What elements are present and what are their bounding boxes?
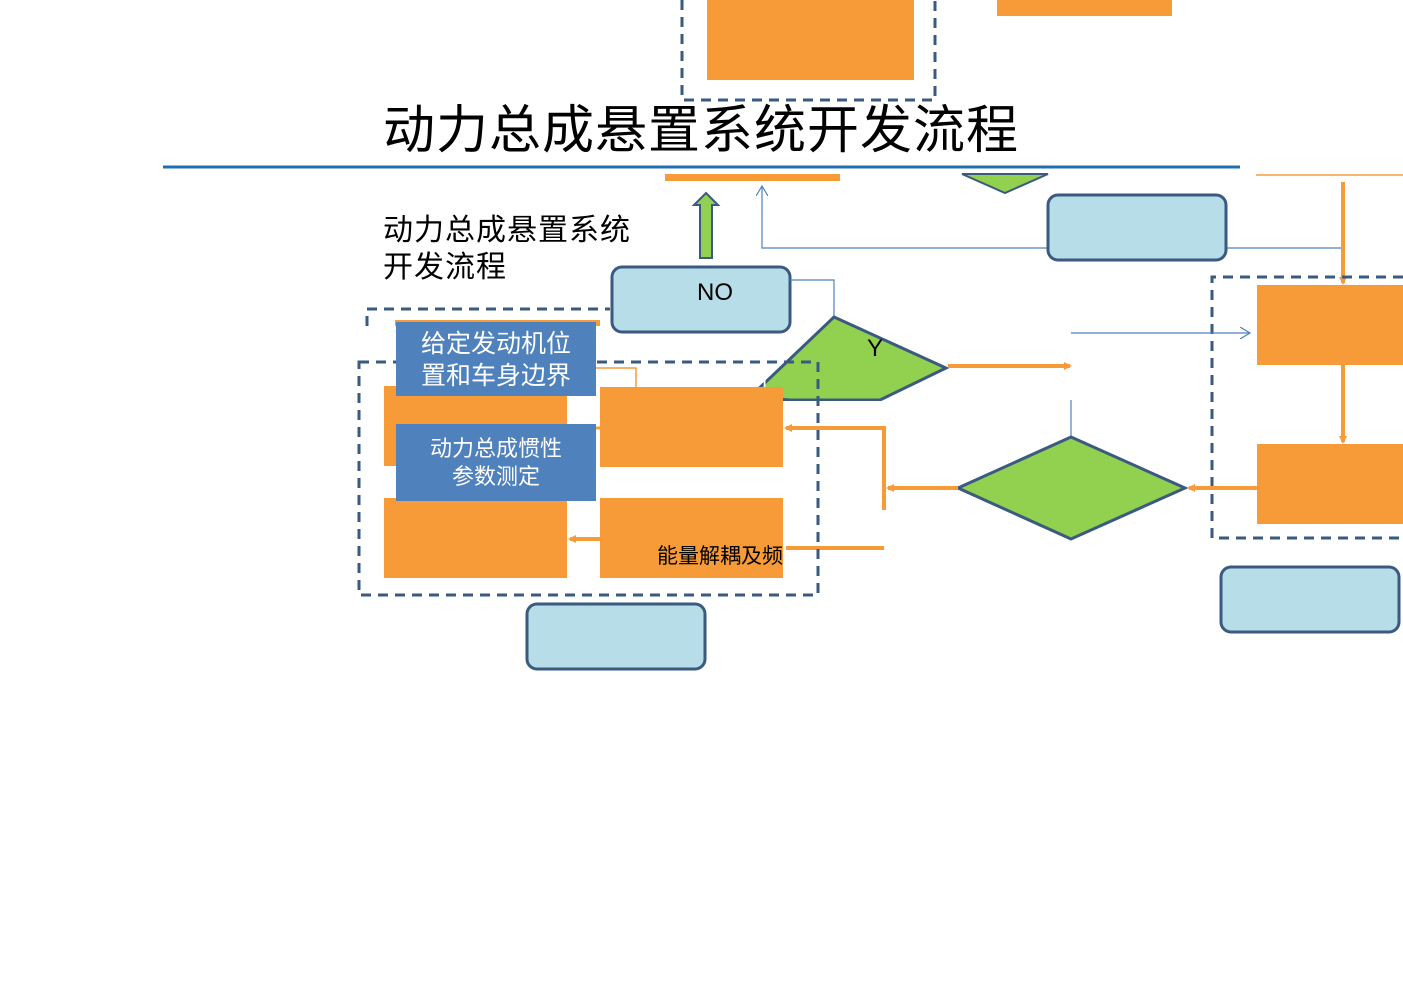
decision-diamond-lower bbox=[954, 435, 1189, 541]
light-blue-box-no bbox=[610, 265, 792, 334]
engine-position-line1: 给定发动机位 bbox=[420, 329, 571, 358]
top-right-orange-strip bbox=[997, 0, 1172, 16]
section-subtitle-line1: 动力总成悬置系统 bbox=[383, 213, 631, 248]
decision-diamond-upper bbox=[746, 315, 950, 402]
inertia-params-line1: 动力总成惯性 bbox=[429, 437, 562, 462]
top-dashed-frame bbox=[680, 0, 937, 102]
section-subtitle: 动力总成悬置系统 开发流程 bbox=[383, 212, 631, 286]
diamond-partial-bottom: 足设计 bbox=[706, 366, 773, 391]
yes-label: Y bbox=[867, 335, 884, 362]
upper-decision-diamond-tip bbox=[961, 173, 1049, 195]
diamond-partial-top: 否满 bbox=[734, 338, 779, 363]
right-dashed-frame bbox=[1210, 275, 1403, 540]
right-orange-process-2 bbox=[1257, 444, 1403, 524]
orange-strip bbox=[665, 174, 840, 181]
light-blue-box-bottom bbox=[525, 602, 707, 671]
page-title: 动力总成悬置系统开发流程 bbox=[383, 101, 1020, 161]
top-orange-process bbox=[707, 0, 914, 80]
box1-connector bbox=[596, 367, 637, 387]
diamond-partial-label: 否满 足设计 bbox=[706, 337, 778, 393]
inertia-params-box: 动力总成惯性 参数测定 bbox=[396, 424, 596, 501]
middle-orange-connector-upper bbox=[784, 424, 886, 510]
diamond-clip-mask bbox=[748, 401, 958, 407]
left-dashed-frame-top bbox=[365, 307, 610, 326]
orange-process-center-bottom bbox=[600, 498, 783, 578]
energy-decoupling-label: 能量解耦及频 bbox=[657, 544, 783, 568]
no-connector bbox=[790, 279, 835, 316]
up-block-arrow bbox=[691, 191, 721, 259]
light-blue-box-bottom-right bbox=[1219, 565, 1401, 634]
orange-process-center-top bbox=[600, 387, 783, 467]
right-orange-process-1 bbox=[1257, 285, 1403, 365]
engine-position-line2: 置和车身边界 bbox=[420, 361, 571, 390]
inertia-params-line2: 参数测定 bbox=[451, 465, 540, 490]
orange-process-left-bottom bbox=[384, 498, 567, 578]
section-subtitle-line2: 开发流程 bbox=[383, 250, 507, 285]
light-blue-box-top-right bbox=[1046, 193, 1228, 262]
engine-position-box: 给定发动机位 置和车身边界 bbox=[396, 322, 596, 396]
no-label: NO bbox=[697, 279, 733, 306]
